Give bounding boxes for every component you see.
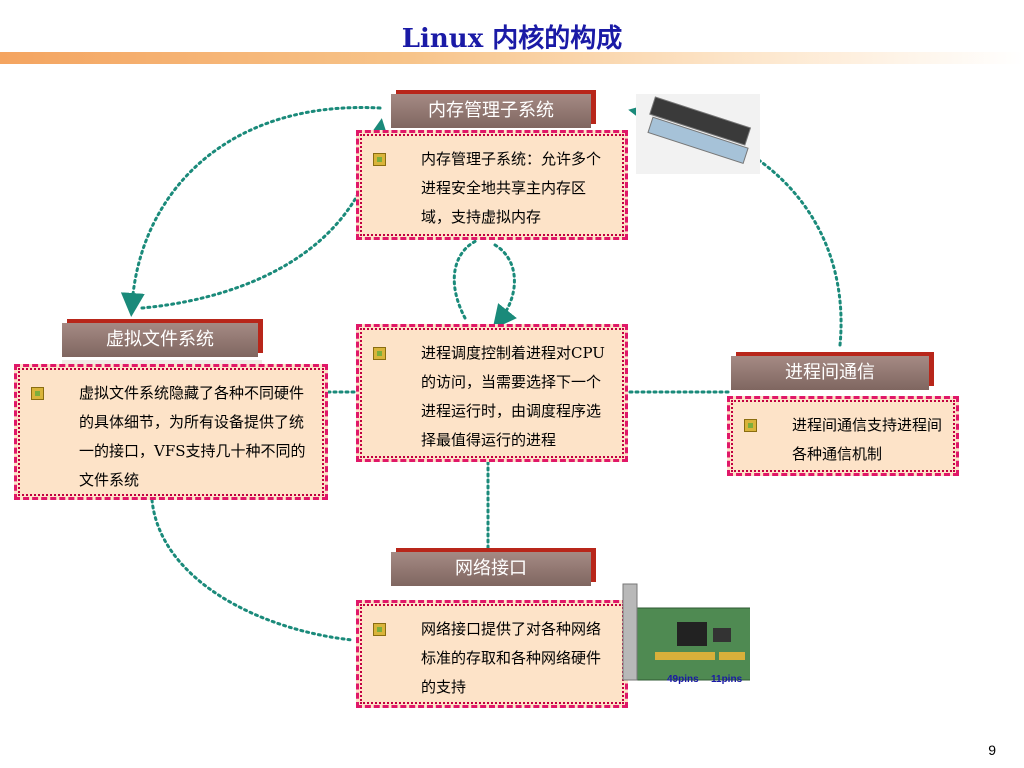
arc-vfs-to-net <box>150 498 354 642</box>
memory-text: 内存管理子系统：允许多个进程安全地共享主内存区域，支持虚拟内存 <box>421 150 602 226</box>
arc-memory-sched-right <box>492 243 517 330</box>
network-header: 网络接口 <box>391 552 591 586</box>
nic-49pins-label: 49pins <box>667 674 699 685</box>
memory-header: 内存管理子系统 <box>391 94 591 128</box>
bullet-icon <box>373 623 386 636</box>
vfs-header: 虚拟文件系统 <box>62 323 258 357</box>
ipc-header: 进程间通信 <box>731 356 929 390</box>
bullet-icon <box>373 347 386 360</box>
page-title: Linux 内核的构成 <box>401 24 623 54</box>
network-box: 网络接口提供了对各种网络标准的存取和各种网络硬件的支持 <box>356 600 628 708</box>
ipc-box: 进程间通信支持进程间各种通信机制 <box>727 396 959 476</box>
nic-11pins-label: 11pins <box>711 674 743 685</box>
bullet-icon <box>31 387 44 400</box>
network-text: 网络接口提供了对各种网络标准的存取和各种网络硬件的支持 <box>421 620 602 696</box>
arc-memory-to-vfs <box>120 106 382 317</box>
bullet-icon <box>744 419 757 432</box>
bullet-icon <box>373 153 386 166</box>
ipc-text: 进程间通信支持进程间各种通信机制 <box>792 416 943 463</box>
arc-memory-sched-left <box>452 238 480 320</box>
vfs-text: 虚拟文件系统隐藏了各种不同硬件的具体细节，为所有设备提供了统一的接口，VFS支持… <box>79 384 306 489</box>
memory-box: 内存管理子系统：允许多个进程安全地共享主内存区域，支持虚拟内存 <box>356 130 628 240</box>
vfs-box: 虚拟文件系统隐藏了各种不同硬件的具体细节，为所有设备提供了统一的接口，VFS支持… <box>14 364 328 500</box>
title-bar-decoration <box>0 52 1024 64</box>
scheduler-box: 进程调度控制着进程对CPU的访问，当需要选择下一个进程运行时，由调度程序选择最值… <box>356 324 628 462</box>
scheduler-text: 进程调度控制着进程对CPU的访问，当需要选择下一个进程运行时，由调度程序选择最值… <box>421 344 605 449</box>
memory-module-photo <box>636 94 760 174</box>
arc-vfs-to-memory <box>140 118 391 310</box>
page-number: 9 <box>988 742 996 758</box>
network-card-photo: 49pins 11pins <box>622 583 750 685</box>
